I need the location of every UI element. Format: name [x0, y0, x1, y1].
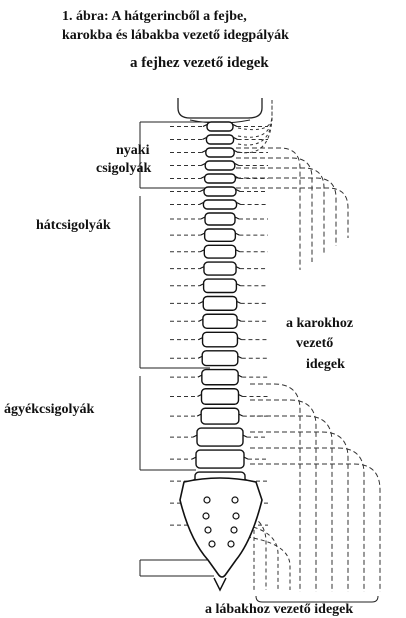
cervical-label-line-1: nyaki: [116, 142, 149, 159]
vertebra: [196, 450, 244, 468]
vertebra: [204, 279, 237, 292]
vertebra: [205, 161, 235, 170]
sacral-foramen: [203, 513, 209, 519]
sacrum-bone: [180, 478, 262, 577]
vertebra: [204, 187, 236, 196]
vertebra: [202, 351, 238, 366]
vertebra: [206, 148, 234, 157]
sacral-foramen: [231, 527, 237, 533]
vertebra: [201, 408, 239, 424]
vertebra: [197, 428, 243, 446]
figure-caption-line-1: 1. ábra: A hátgerincből a fejbe,: [62, 8, 247, 25]
vertebra: [203, 297, 237, 311]
arm-nerves-label-line-3: idegek: [306, 356, 345, 373]
sacral-foramen: [205, 527, 211, 533]
sacral-nerve: [240, 536, 290, 590]
vertebra: [202, 389, 239, 405]
figure-caption-line-2: karokba és lábakba vezető idegpályák: [62, 27, 289, 44]
sacral-foramen: [204, 497, 210, 503]
coccyx: [214, 578, 226, 590]
vertebra: [203, 200, 236, 209]
vertebra: [204, 262, 236, 275]
leg-nerve: [250, 432, 348, 592]
cervical-label-line-2: csigolyák: [96, 160, 151, 177]
head-nerve: [238, 100, 272, 145]
vertebra: [206, 135, 233, 144]
arm-nerves-label-line-2: vezető: [296, 335, 333, 352]
vertebra: [205, 213, 235, 225]
vertebra: [202, 370, 238, 385]
vertebra: [203, 332, 238, 346]
vertebra: [207, 122, 233, 131]
sacral-foramen: [232, 497, 238, 503]
skull-base-outline: [178, 98, 262, 118]
leg-nerve: [250, 416, 332, 592]
leg-nerve: [250, 448, 364, 592]
sacral-foramen: [233, 513, 239, 519]
vertebra: [205, 229, 236, 241]
sacrum: [180, 478, 262, 590]
head-nerves-label: a fejhez vezető idegek: [130, 55, 269, 72]
head-nerve: [238, 100, 272, 130]
arm-nerves-label-line-1: a karokhoz: [286, 315, 353, 332]
leg-nerves-label: a lábakhoz vezető idegek: [205, 601, 353, 618]
arm-nerve: [236, 168, 324, 254]
arm-nerve: [236, 158, 312, 262]
vertebra: [203, 314, 237, 328]
thoracic-label: hátcsigolyák: [36, 217, 111, 234]
sacral-foramen: [228, 541, 234, 547]
vertebra: [205, 174, 236, 183]
vertebra: [204, 245, 235, 258]
leg-nerve: [250, 464, 380, 592]
lumbar-label: ágyékcsigolyák: [4, 401, 94, 418]
arm-nerve: [236, 188, 348, 238]
spinal-column: [178, 98, 262, 534]
sacral-foramen: [209, 541, 215, 547]
